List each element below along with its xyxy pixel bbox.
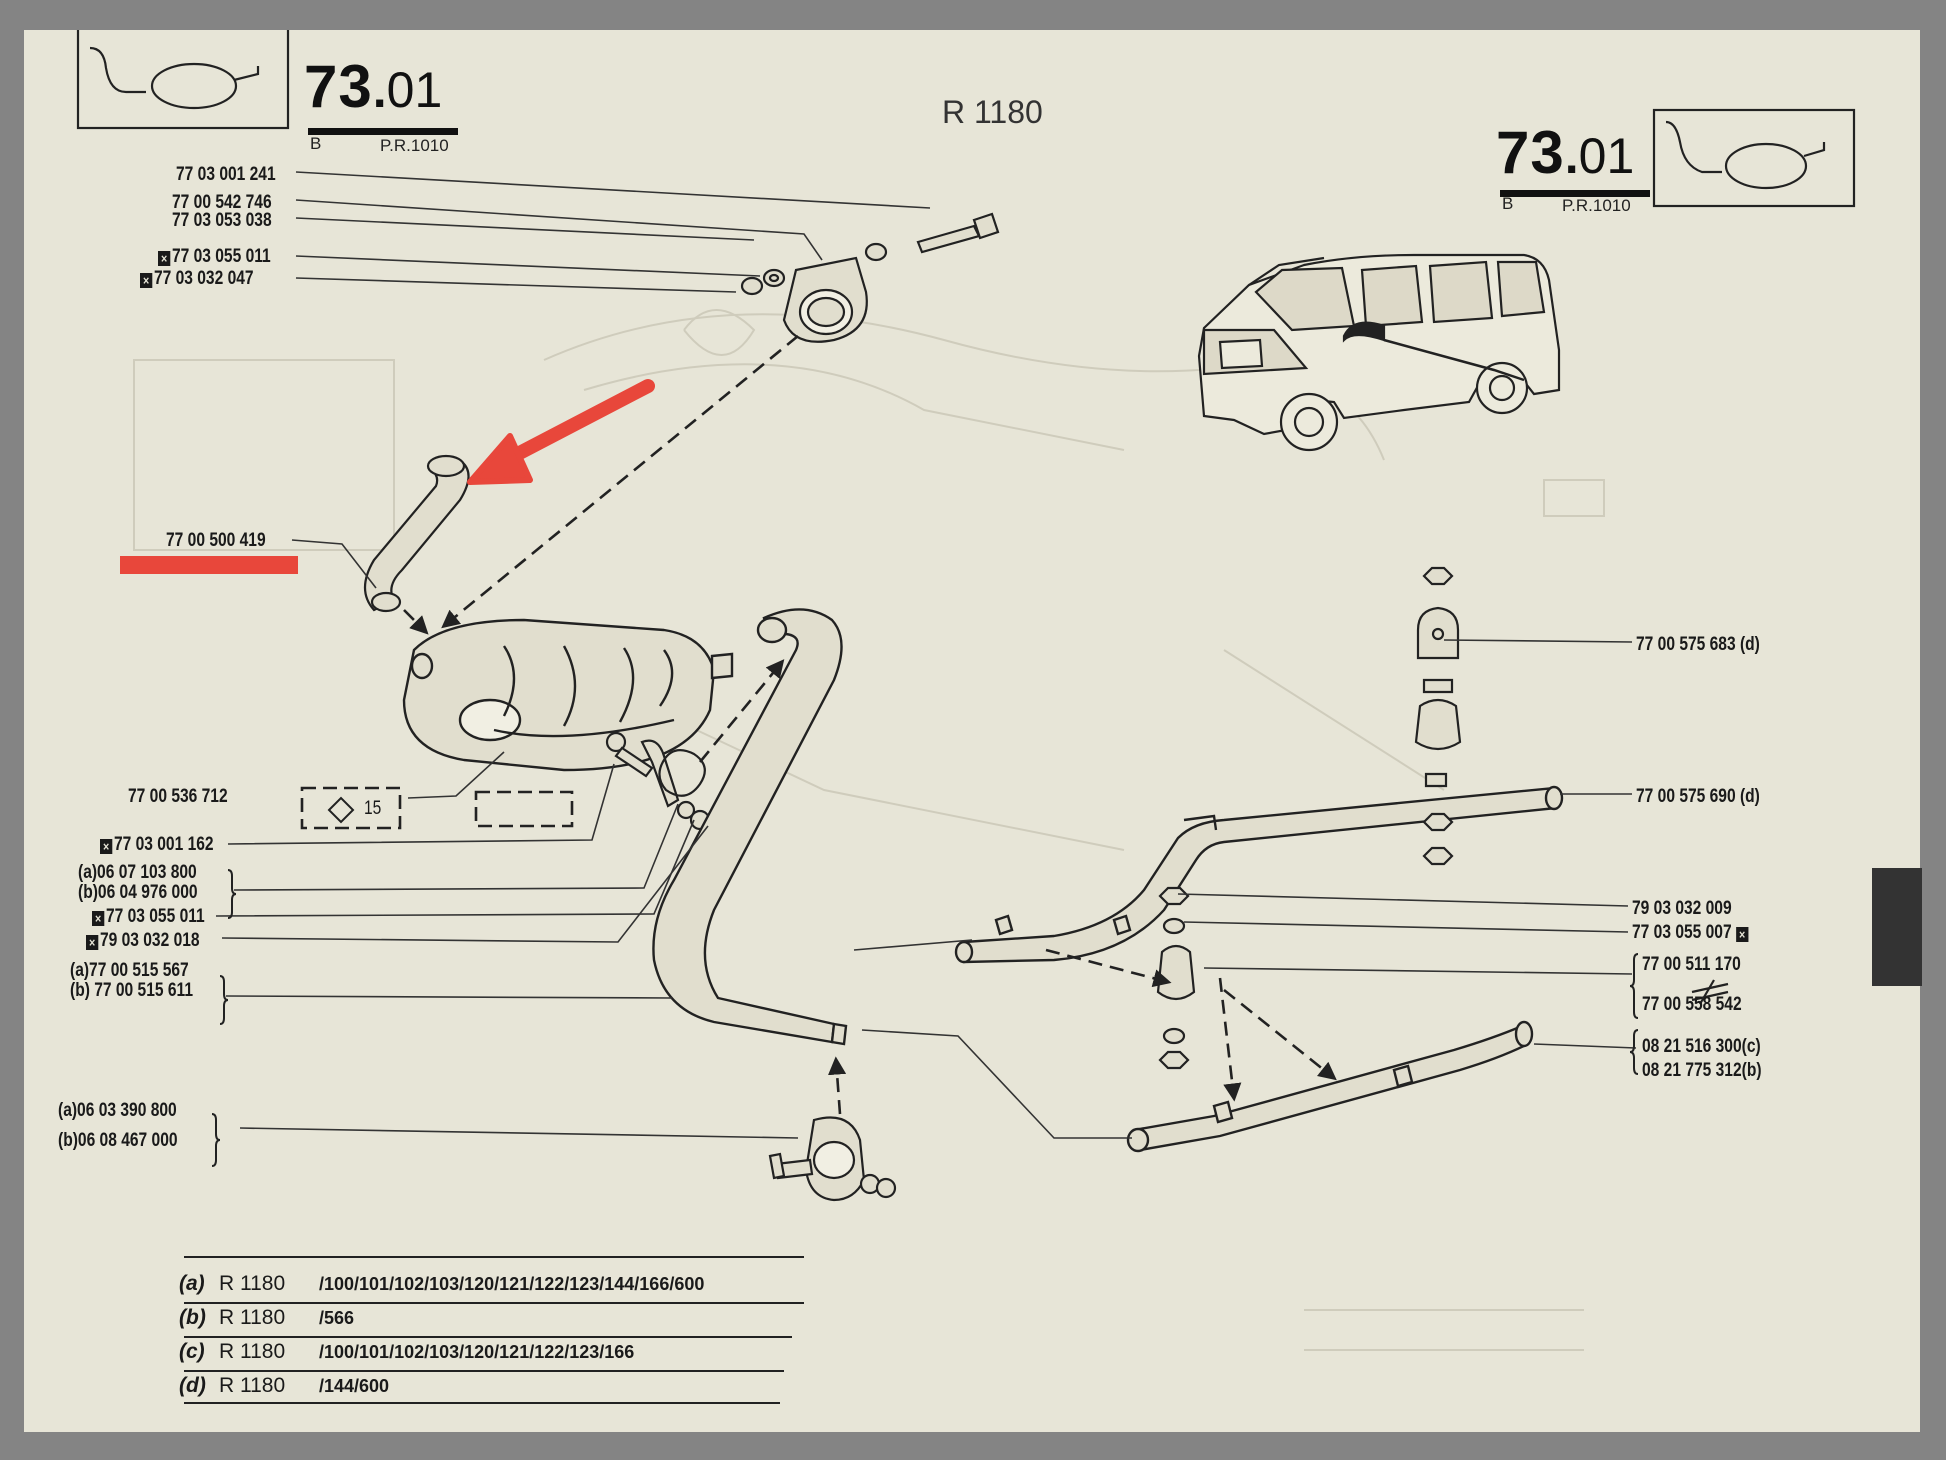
part-number-mount-2: 77 00 558 542 bbox=[1642, 994, 1742, 1015]
rear-pipe-lower bbox=[1126, 1020, 1534, 1153]
silencer-drawing bbox=[402, 618, 734, 772]
replacement-mark-icon: × bbox=[86, 935, 99, 950]
part-number-front-pipe: 77 00 500 419 bbox=[166, 530, 266, 551]
part-number-bolt: 77 03 001 241 bbox=[176, 164, 276, 185]
part-number-clamp-b: (b)06 04 976 000 bbox=[78, 882, 198, 903]
part-number-rear-pipe-c: 08 21 516 300(c) bbox=[1642, 1036, 1761, 1057]
highlight-annotations bbox=[120, 379, 655, 574]
upper-clamp-assembly bbox=[740, 212, 1000, 343]
silencer-empty-box bbox=[474, 790, 574, 828]
section-underline-right bbox=[1500, 190, 1650, 197]
assembly-arrows bbox=[403, 334, 1337, 1115]
front-pipe-drawing bbox=[363, 454, 470, 613]
part-number-nut-upper: ×77 03 032 047 bbox=[140, 268, 254, 290]
highlight-underline bbox=[120, 556, 298, 574]
thumbnail-left bbox=[76, 30, 290, 130]
part-number-clamp2-a: (a)06 03 390 800 bbox=[58, 1100, 177, 1121]
part-number-silencer: 77 00 536 712 bbox=[128, 786, 228, 807]
replacement-mark-icon: × bbox=[100, 839, 113, 854]
part-number-washer-rear: 77 03 055 007 × bbox=[1632, 922, 1750, 944]
diamond-icon bbox=[327, 796, 355, 824]
part-number-pipe-b: (b) 77 00 515 611 bbox=[70, 980, 194, 1001]
section-number-left: 73.01 bbox=[304, 53, 443, 120]
lower-clamp bbox=[768, 1116, 897, 1202]
highlight-arrow bbox=[499, 379, 655, 467]
legend-row-a: (a)R 1180/100/101/102/103/120/121/122/12… bbox=[179, 1272, 705, 1295]
thumbnail-right bbox=[1652, 108, 1856, 208]
replacement-mark-icon: × bbox=[92, 911, 105, 926]
section-letter-left: B bbox=[310, 134, 322, 153]
rear-pipe-upper bbox=[954, 785, 1564, 964]
part-number-nut-rear: 79 03 032 009 bbox=[1632, 898, 1732, 919]
silencer-code-box bbox=[300, 786, 402, 830]
section-letter-right: B bbox=[1502, 194, 1514, 213]
highlight-arrowhead bbox=[467, 433, 533, 485]
part-number-mount-1: 77 00 511 170 bbox=[1642, 954, 1741, 975]
rubber-mount-lower bbox=[1156, 944, 1196, 1001]
page-thumb-tab bbox=[1872, 868, 1922, 986]
part-number-clamp-a: (a)06 07 103 800 bbox=[78, 862, 197, 883]
bolt-upper bbox=[916, 224, 981, 254]
car-illustration bbox=[1197, 253, 1561, 452]
part-number-rear-pipe-d: 77 00 575 690 (d) bbox=[1636, 786, 1760, 807]
part-number-clamp2-b: (b)06 08 467 000 bbox=[58, 1130, 178, 1151]
part-number-washer-lower: ×77 03 055 011 bbox=[92, 906, 205, 928]
legend-row-d: (d)R 1180/144/600 bbox=[179, 1374, 390, 1397]
part-number-pipe-a: (a)77 00 515 567 bbox=[70, 960, 189, 981]
mid-clamp bbox=[605, 731, 711, 831]
part-number-bracket-d: 77 00 575 683 (d) bbox=[1636, 634, 1760, 655]
revision-right: P.R.1010 bbox=[1562, 196, 1631, 215]
part-number-bolt-lower: ×77 03 001 162 bbox=[100, 834, 214, 856]
intermediate-pipe-drawing bbox=[652, 608, 848, 1046]
part-number-washer-upper: ×77 03 055 011 bbox=[158, 246, 271, 268]
part-number-rear-pipe-b: 08 21 775 312(b) bbox=[1642, 1060, 1762, 1081]
label-braces bbox=[211, 869, 1729, 1167]
page-title: R 1180 bbox=[942, 94, 1043, 130]
thumbnail-left-pipe bbox=[89, 46, 146, 94]
replacement-mark-icon: × bbox=[1735, 927, 1749, 942]
silencer-box-code: 15 bbox=[364, 798, 382, 819]
parts-diagram-sheet: 73.01 B P.R.1010 R 1180 73.01 B P.R.1010 bbox=[24, 30, 1920, 1432]
part-number-clamp-upper-a: 77 00 542 746 bbox=[172, 192, 272, 213]
thumbnail-right-muffler bbox=[1724, 142, 1808, 190]
leader-lines bbox=[215, 171, 1637, 1139]
part-number-nut-lower: ×79 03 032 018 bbox=[86, 930, 200, 952]
section-number-right: 73.01 bbox=[1496, 119, 1635, 186]
revision-left: P.R.1010 bbox=[380, 136, 449, 155]
legend-row-b: (b)R 1180/566 bbox=[179, 1306, 355, 1329]
legend-row-c: (c)R 1180/100/101/102/103/120/121/122/12… bbox=[179, 1340, 635, 1363]
exhaust-drawing bbox=[76, 30, 1856, 1351]
part-number-clamp-upper-b: 77 03 053 038 bbox=[172, 210, 272, 231]
thumbnail-left-muffler bbox=[150, 62, 238, 110]
rubber-mount-upper bbox=[1414, 698, 1462, 751]
replacement-mark-icon: × bbox=[158, 251, 171, 266]
thumbnail-right-pipe bbox=[1665, 120, 1722, 174]
replacement-mark-icon: × bbox=[140, 273, 153, 288]
section-underline-left bbox=[308, 128, 458, 135]
